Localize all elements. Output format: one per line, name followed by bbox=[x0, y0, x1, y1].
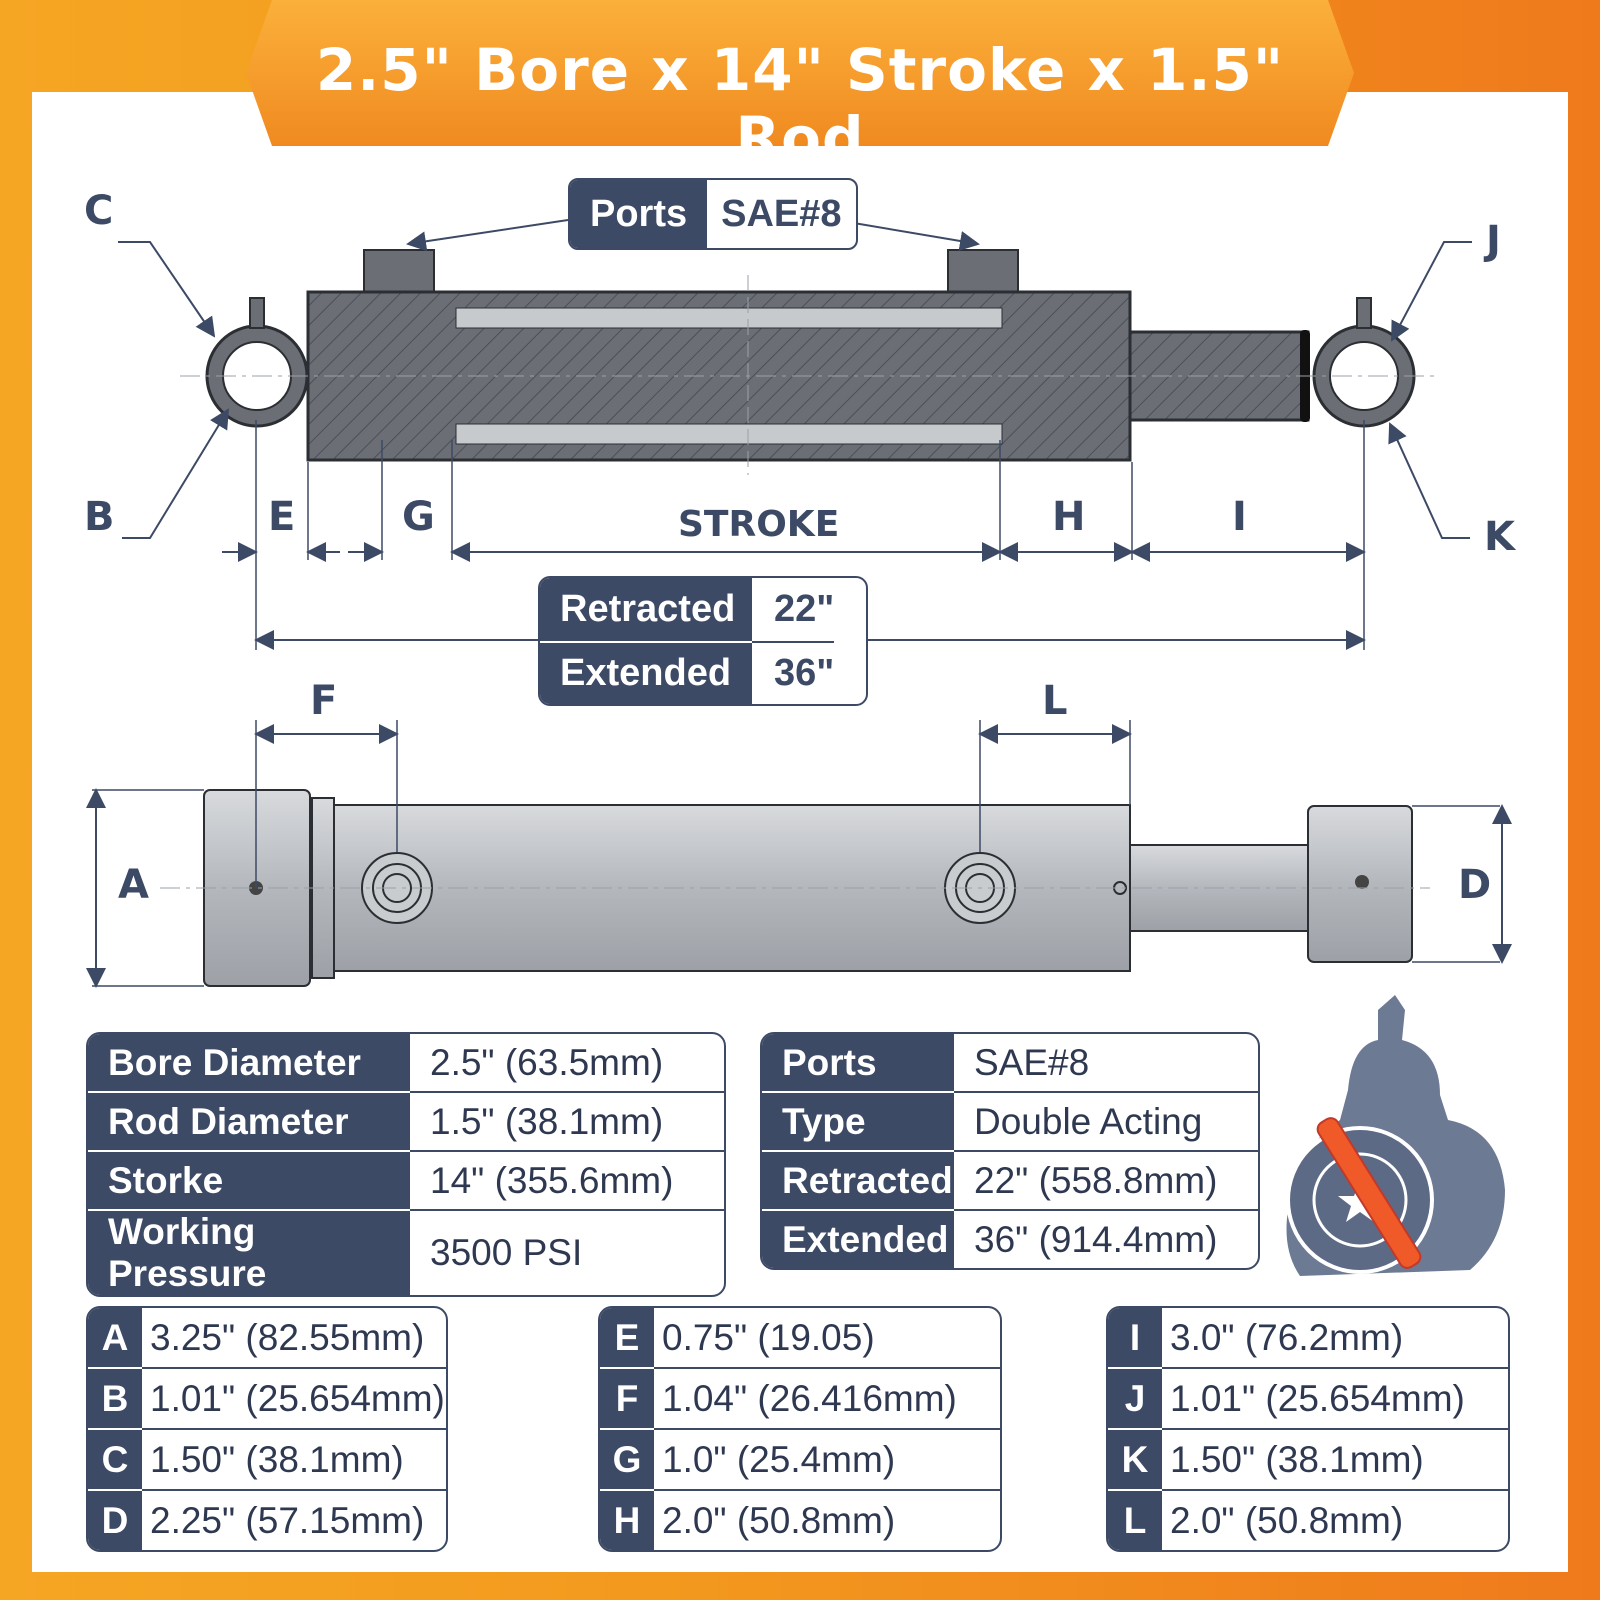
dim-value: 1.50" (38.1mm) bbox=[142, 1428, 446, 1489]
spec-value: 1.5" (38.1mm) bbox=[410, 1091, 724, 1150]
spec-value: SAE#8 bbox=[974, 1041, 1090, 1083]
dim-value: 0.75" (19.05) bbox=[662, 1316, 875, 1358]
dim-value: 2.0" (50.8mm) bbox=[1162, 1489, 1508, 1550]
label-a: A bbox=[118, 862, 149, 908]
spec-label: Ports bbox=[762, 1034, 954, 1091]
label-c: C bbox=[84, 188, 114, 234]
spec-value: 36" (914.4mm) bbox=[954, 1209, 1258, 1268]
dim-letter: G bbox=[600, 1428, 654, 1489]
dim-letter: A bbox=[88, 1308, 142, 1367]
dim-letter: K bbox=[1108, 1428, 1162, 1489]
dim-letter: L bbox=[1108, 1489, 1162, 1550]
dim-letter: H bbox=[600, 1489, 654, 1550]
label-k: K bbox=[1484, 514, 1515, 560]
retracted-label: Retracted bbox=[540, 578, 752, 641]
dim-value: 1.01" (25.654mm) bbox=[1162, 1367, 1508, 1428]
page-title: 2.5" Bore x 14" Stroke x 1.5" Rod bbox=[315, 36, 1285, 172]
spec-label: Working Pressure bbox=[88, 1209, 410, 1295]
dim-letter: D bbox=[88, 1489, 142, 1550]
dim-letter: F bbox=[600, 1367, 654, 1428]
spec-label: Rod Diameter bbox=[88, 1091, 410, 1150]
table-row: Bore Diameter 2.5" (63.5mm) bbox=[88, 1034, 724, 1091]
dim-value: 1.04" (26.416mm) bbox=[654, 1367, 1000, 1428]
dim-value: 1.01" (25.654mm) bbox=[142, 1367, 446, 1428]
extended-label: Extended bbox=[540, 641, 752, 704]
dim-letter: B bbox=[88, 1367, 142, 1428]
label-g: G bbox=[402, 494, 435, 540]
label-i: I bbox=[1232, 494, 1247, 540]
spec-label: Retracted bbox=[762, 1150, 954, 1209]
spec-value: 3500 PSI bbox=[410, 1209, 724, 1295]
label-l: L bbox=[1042, 678, 1068, 724]
port-left bbox=[363, 249, 435, 295]
retracted-value: 22" bbox=[774, 588, 835, 630]
label-f: F bbox=[310, 678, 338, 724]
spec-label: Extended bbox=[762, 1209, 954, 1268]
dim-value: 3.0" (76.2mm) bbox=[1170, 1316, 1404, 1358]
spec-label: Storke bbox=[88, 1150, 410, 1209]
label-j: J bbox=[1486, 218, 1501, 264]
label-d: D bbox=[1458, 862, 1492, 908]
spec-value: 14" (355.6mm) bbox=[410, 1150, 724, 1209]
table-row: Ports SAE#8 bbox=[762, 1034, 1258, 1091]
dim-value: 2.0" (50.8mm) bbox=[654, 1489, 1000, 1550]
spec-value: Double Acting bbox=[954, 1091, 1258, 1150]
dim-value: 1.0" (25.4mm) bbox=[654, 1428, 1000, 1489]
spec-value: 2.5" (63.5mm) bbox=[430, 1041, 664, 1083]
length-callout: Retracted 22" Extended 36" bbox=[538, 576, 868, 706]
label-e: E bbox=[268, 494, 296, 540]
spartan-warrior-icon bbox=[1286, 995, 1505, 1276]
label-b: B bbox=[84, 494, 115, 540]
ports-callout-label: Ports bbox=[570, 180, 708, 248]
dim-value: 2.25" (57.15mm) bbox=[142, 1489, 446, 1550]
dim-letter: J bbox=[1108, 1367, 1162, 1428]
exterior-view bbox=[160, 789, 1430, 987]
dim-letter: E bbox=[600, 1308, 654, 1367]
dim-value: 1.50" (38.1mm) bbox=[1162, 1428, 1508, 1489]
extended-value: 36" bbox=[752, 641, 835, 704]
ports-callout-value: SAE#8 bbox=[721, 192, 842, 235]
spec-label: Type bbox=[762, 1091, 954, 1150]
spec-label: Bore Diameter bbox=[88, 1034, 410, 1091]
label-h: H bbox=[1052, 494, 1086, 540]
label-stroke: STROKE bbox=[678, 504, 840, 545]
dim-letter: I bbox=[1108, 1308, 1162, 1367]
spec-value: 22" (558.8mm) bbox=[954, 1150, 1258, 1209]
section-view bbox=[180, 249, 1440, 475]
ports-callout: Ports SAE#8 bbox=[568, 178, 858, 250]
dim-value: 3.25" (82.55mm) bbox=[150, 1316, 425, 1358]
port-right bbox=[947, 249, 1019, 295]
title-banner bbox=[246, 0, 1354, 146]
dim-letter: C bbox=[88, 1428, 142, 1489]
